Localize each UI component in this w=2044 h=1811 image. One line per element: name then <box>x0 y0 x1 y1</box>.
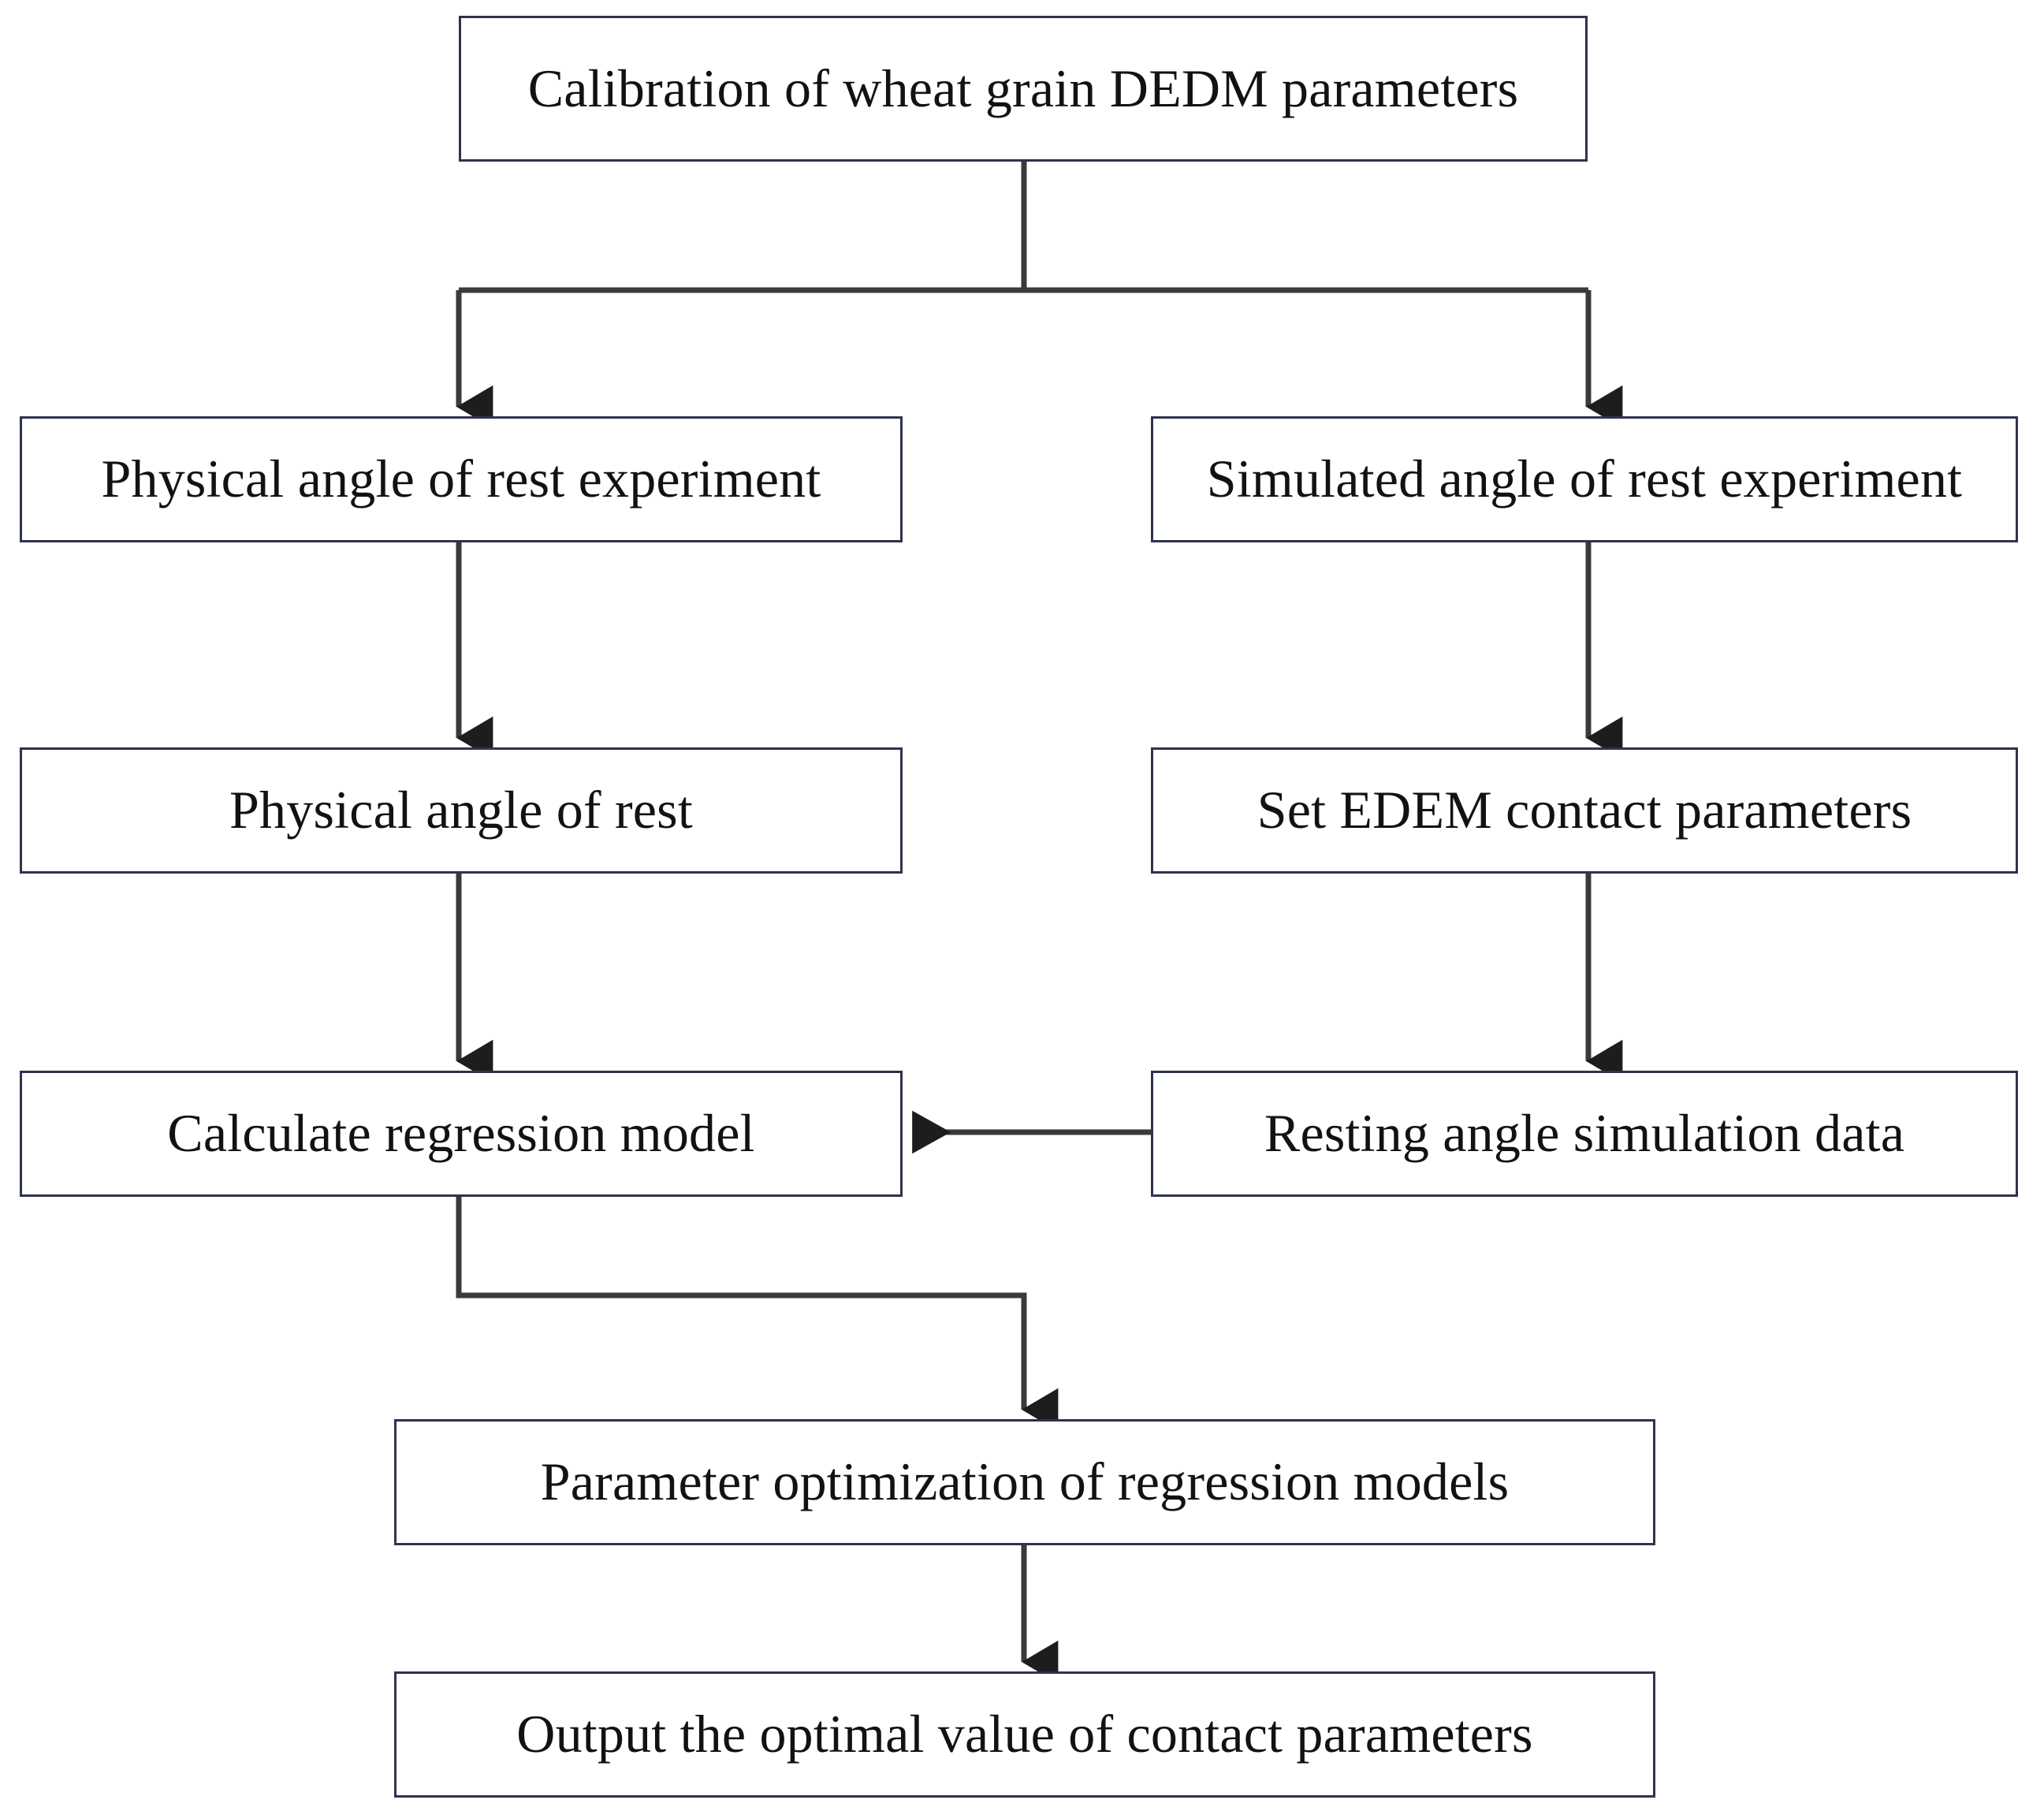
node-physical-angle[interactable]: Physical angle of rest <box>20 747 903 874</box>
node-simulation-data-label: Resting angle simulation data <box>1264 1103 1905 1164</box>
node-output-label: Output the optimal value of contact para… <box>516 1704 1533 1764</box>
connector-regression-to-optimization <box>456 1197 1059 1432</box>
node-regression-model[interactable]: Calculate regression model <box>20 1071 903 1197</box>
node-output[interactable]: Output the optimal value of contact para… <box>394 1671 1655 1798</box>
node-regression-model-label: Calculate regression model <box>167 1103 755 1164</box>
node-simulation-data[interactable]: Resting angle simulation data <box>1151 1071 2018 1197</box>
node-physical-experiment-label: Physical angle of rest experiment <box>101 449 821 509</box>
node-calibration[interactable]: Calibration of wheat grain DEDM paramete… <box>459 16 1588 162</box>
node-edem-parameters-label: Set EDEM contact parameters <box>1257 780 1912 840</box>
node-edem-parameters[interactable]: Set EDEM contact parameters <box>1151 747 2018 874</box>
node-simulated-experiment-label: Simulated angle of rest experiment <box>1206 449 1963 509</box>
node-simulated-experiment[interactable]: Simulated angle of rest experiment <box>1151 416 2018 542</box>
node-optimization[interactable]: Parameter optimization of regression mod… <box>394 1419 1655 1545</box>
node-calibration-label: Calibration of wheat grain DEDM paramete… <box>527 58 1519 118</box>
node-optimization-label: Parameter optimization of regression mod… <box>540 1451 1510 1512</box>
node-physical-angle-label: Physical angle of rest <box>229 780 693 840</box>
node-physical-experiment[interactable]: Physical angle of rest experiment <box>20 416 903 542</box>
